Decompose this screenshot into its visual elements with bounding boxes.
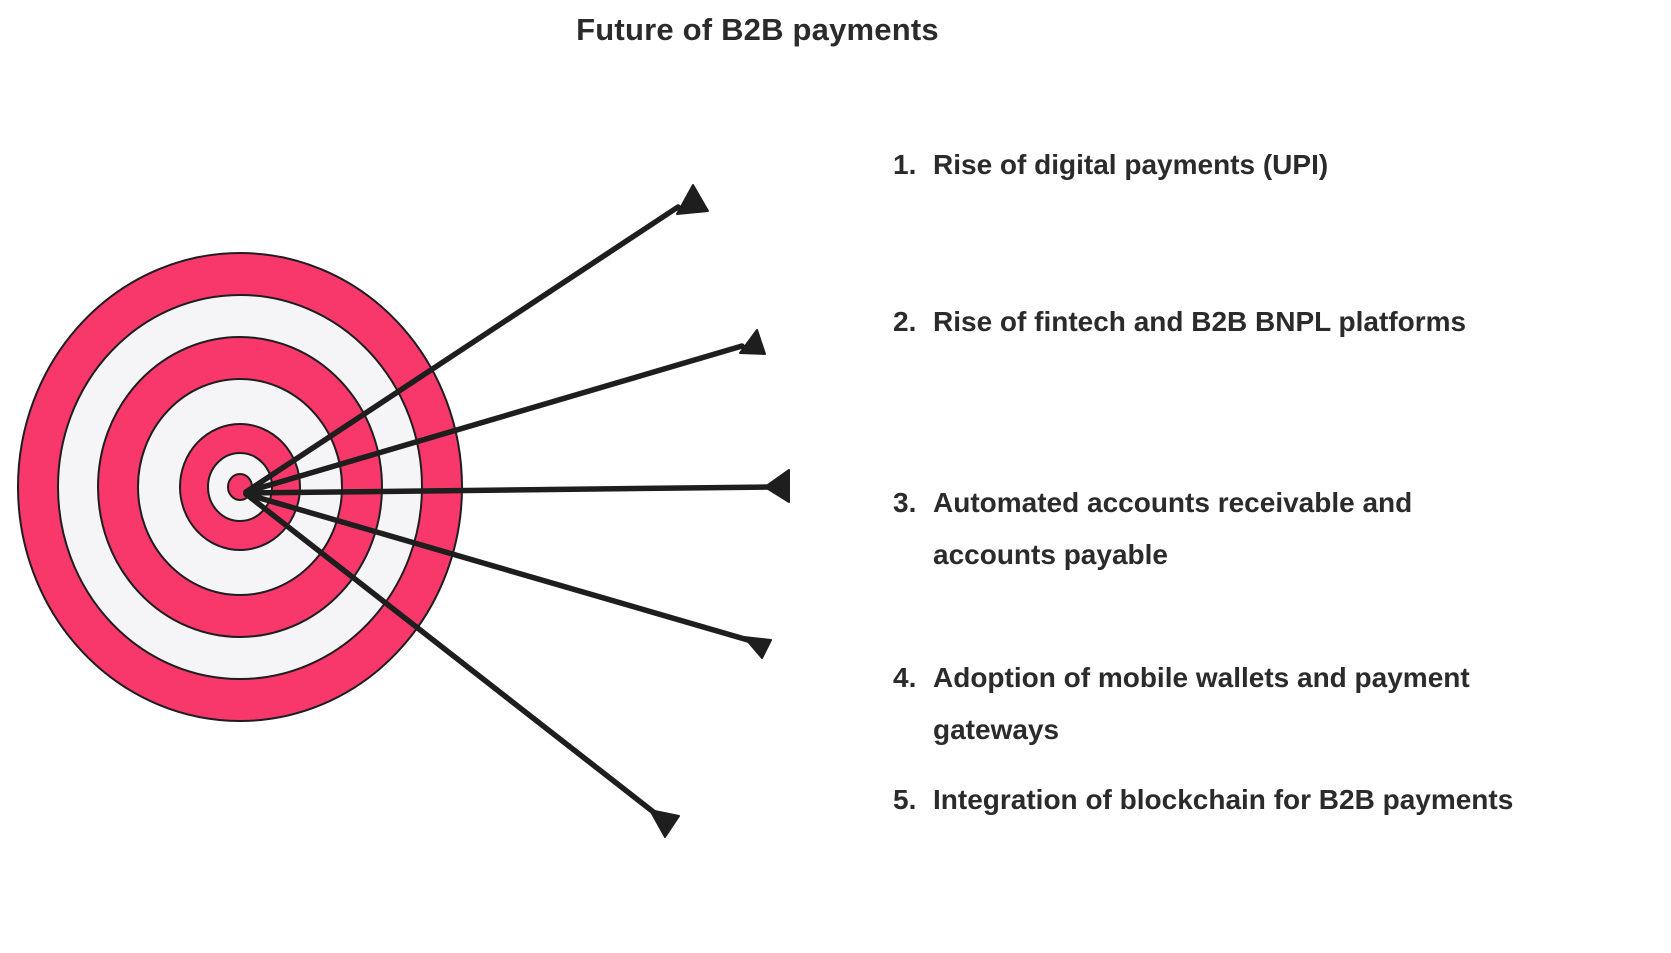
item-text: Automated accounts receivable and accoun… xyxy=(933,487,1413,570)
list-item: 5. Integration of blockchain for B2B pay… xyxy=(893,774,1513,826)
item-number: 4. xyxy=(893,662,917,693)
item-number: 5. xyxy=(893,784,917,815)
arrowhead-icon-1 xyxy=(676,184,709,215)
item-number: 3. xyxy=(893,487,917,518)
arrows-group xyxy=(243,184,790,838)
arrowhead-icon-3 xyxy=(764,469,790,503)
item-number: 2. xyxy=(893,306,917,337)
list-item: 4. Adoption of mobile wallets and paymen… xyxy=(893,652,1470,756)
list-item: 3. Automated accounts receivable and acc… xyxy=(893,477,1412,581)
arrow-shaft-line-2 xyxy=(243,343,745,495)
item-number: 1. xyxy=(893,149,917,180)
arrow-shaft-line-4 xyxy=(243,491,751,643)
arrow-shaft-line-3 xyxy=(243,484,773,496)
dartboard-target-icon xyxy=(17,252,463,722)
item-text: Rise of fintech and B2B BNPL platforms xyxy=(933,306,1467,337)
arrowhead-icon-4 xyxy=(743,636,772,659)
item-text: Adoption of mobile wallets and payment g… xyxy=(933,662,1470,745)
arrowhead-icon-5 xyxy=(649,809,680,838)
arrow-shaft-line-1 xyxy=(243,204,681,495)
item-text: Rise of digital payments (UPI) xyxy=(933,149,1329,180)
item-text: Integration of blockchain for B2B paymen… xyxy=(933,784,1514,815)
list-item: 1. Rise of digital payments (UPI) xyxy=(893,139,1328,191)
arrow-shaft-line-5 xyxy=(243,491,659,817)
list-item: 2. Rise of fintech and B2B BNPL platform… xyxy=(893,296,1466,348)
arrowhead-icon-2 xyxy=(739,329,766,355)
page-title: Future of B2B payments xyxy=(576,12,939,47)
